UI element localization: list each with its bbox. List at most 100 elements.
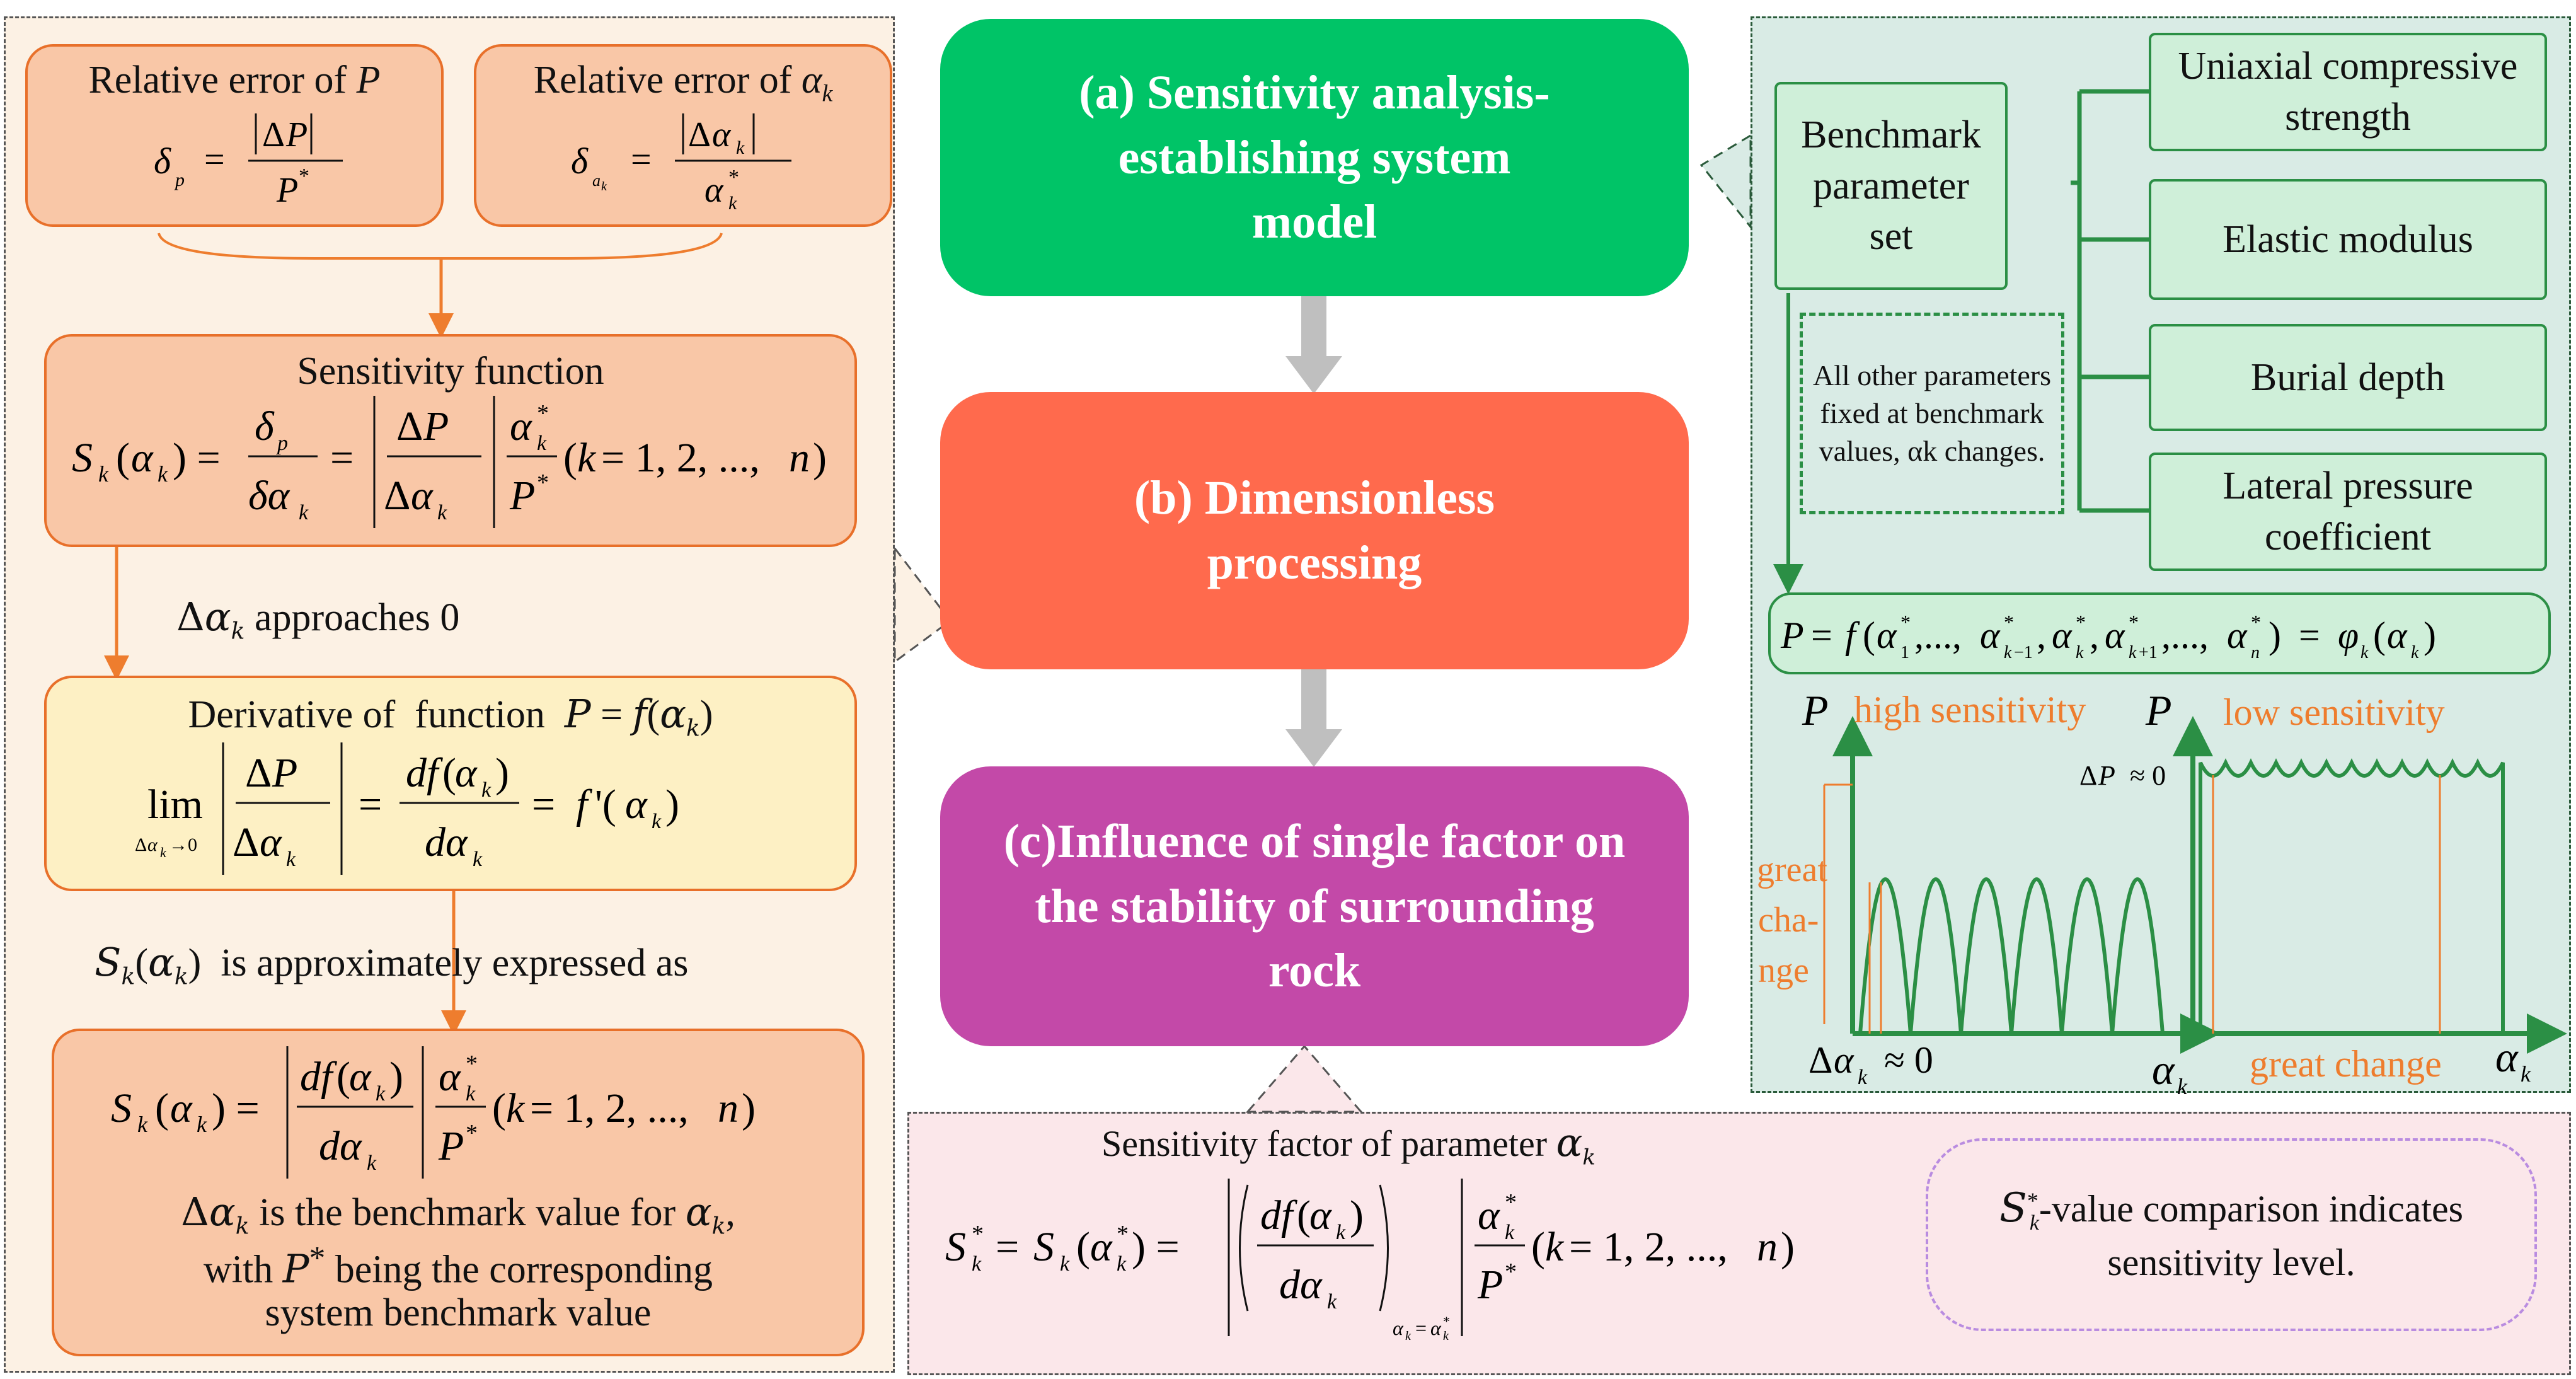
svg-text:dα: dα — [425, 819, 468, 865]
svg-text:k: k — [1505, 1221, 1515, 1244]
svg-text:p: p — [276, 432, 288, 455]
svg-text:(: ( — [155, 1085, 169, 1131]
svg-text:*: * — [299, 164, 309, 188]
svg-text:α: α — [712, 115, 732, 154]
svg-text:δα: δα — [248, 473, 290, 519]
svg-text:n: n — [2251, 643, 2260, 662]
benchmark-label: Benchmark parameter set — [1801, 113, 1981, 258]
svg-text:α: α — [147, 834, 158, 855]
svg-text:k: k — [158, 461, 168, 487]
svg-text:α: α — [2152, 1046, 2175, 1093]
svg-text:P: P — [276, 171, 298, 210]
svg-text:S: S — [111, 1085, 132, 1131]
svg-text:k: k — [2004, 643, 2012, 662]
svg-text:*: * — [1117, 1221, 1129, 1247]
svg-text:(: ( — [1863, 614, 1875, 656]
svg-text:= 1, 2, ...,: = 1, 2, ..., — [601, 435, 760, 481]
svg-text:*: * — [972, 1221, 984, 1247]
main-arrow-head-1 — [1285, 356, 1342, 394]
svg-text:,: , — [2090, 614, 2099, 656]
svg-text:α: α — [1309, 1192, 1332, 1238]
svg-text:1: 1 — [1900, 643, 1909, 662]
svg-text:df: df — [1260, 1192, 1297, 1238]
svg-text:n: n — [718, 1085, 739, 1131]
svg-text:,...,: ,..., — [2161, 614, 2209, 656]
svg-text:k: k — [1336, 1221, 1346, 1244]
svg-text:k: k — [972, 1252, 982, 1276]
svg-text:P: P — [2098, 760, 2115, 791]
svg-text:α: α — [439, 1054, 461, 1100]
svg-text:lim: lim — [147, 782, 203, 828]
final-note-line-1: Δαk is the benchmark value for αk, — [181, 1189, 735, 1240]
svg-text:): ) — [2424, 614, 2436, 656]
svg-text:n: n — [789, 435, 810, 481]
svg-text:α: α — [1090, 1224, 1113, 1270]
graph-high-label: high sensitivity — [1854, 689, 2086, 730]
svg-text:k: k — [2177, 1074, 2188, 1097]
svg-text:α: α — [1980, 614, 2001, 656]
approach-label: Δαk approaches 0 — [176, 594, 460, 645]
svg-text:(: ( — [116, 435, 130, 481]
svg-text:k: k — [367, 1151, 377, 1175]
svg-text:k: k — [652, 810, 662, 833]
svg-text:k: k — [299, 501, 309, 524]
callout-left — [894, 545, 952, 664]
svg-text:k: k — [1405, 1329, 1412, 1343]
svg-text:): ) — [742, 1085, 756, 1131]
svg-text:df: df — [406, 750, 443, 796]
comparison-line-1: S*k-value comparison indicates — [1999, 1185, 2464, 1235]
bottom-factor-panel — [907, 1112, 2571, 1375]
svg-text:α: α — [131, 435, 154, 481]
box-c-single-factor: (c)Influence of single factor on the sta… — [940, 766, 1689, 1046]
svg-text:Δ: Δ — [688, 115, 711, 154]
svg-text:cha-: cha- — [1758, 901, 1819, 940]
svg-text:k: k — [466, 1082, 476, 1105]
svg-text:=: = — [1811, 614, 1832, 656]
svg-text:Δ: Δ — [135, 834, 147, 855]
svg-text:S: S — [72, 435, 93, 481]
svg-text:Δ: Δ — [1808, 1039, 1833, 1081]
svg-text:(: ( — [1297, 1192, 1311, 1238]
svg-text:α: α — [1393, 1317, 1404, 1339]
param-label-elastic: Elastic modulus — [2222, 217, 2473, 261]
svg-text:=: = — [330, 435, 354, 481]
svg-text:): ) — [813, 435, 827, 481]
svg-text:+1: +1 — [2139, 643, 2158, 662]
svg-text:Δ: Δ — [262, 115, 285, 154]
svg-text:k: k — [2521, 1061, 2531, 1087]
svg-text:*: * — [2129, 611, 2139, 633]
svg-text:*: * — [1443, 1313, 1450, 1329]
svg-text:great: great — [1757, 850, 1827, 889]
svg-text:−1: −1 — [2014, 643, 2033, 662]
svg-text:P: P — [1802, 686, 1829, 734]
svg-text:P: P — [1780, 614, 1804, 656]
svg-text:k: k — [1443, 1329, 1449, 1343]
graph-low-label: low sensitivity — [2223, 691, 2445, 733]
box-a-sensitivity-analysis: (a) Sensitivity analysis-establishing sy… — [940, 19, 1689, 296]
svg-text:a: a — [592, 171, 601, 190]
svg-text:*: * — [2251, 611, 2261, 633]
svg-text:α: α — [1834, 1039, 1854, 1081]
svg-text:P: P — [423, 403, 449, 449]
svg-text:*: * — [466, 1120, 478, 1146]
svg-text:dα: dα — [1279, 1262, 1323, 1308]
svg-text:P: P — [2145, 686, 2172, 734]
svg-text:(: ( — [563, 435, 577, 481]
svg-text:S: S — [945, 1224, 966, 1270]
svg-text:k: k — [2076, 643, 2084, 662]
bracket-merge — [158, 233, 723, 260]
svg-text:α: α — [411, 473, 434, 519]
svg-text:f: f — [1845, 614, 1860, 656]
svg-text:k: k — [1858, 1066, 1868, 1089]
svg-text:δ: δ — [571, 141, 589, 182]
